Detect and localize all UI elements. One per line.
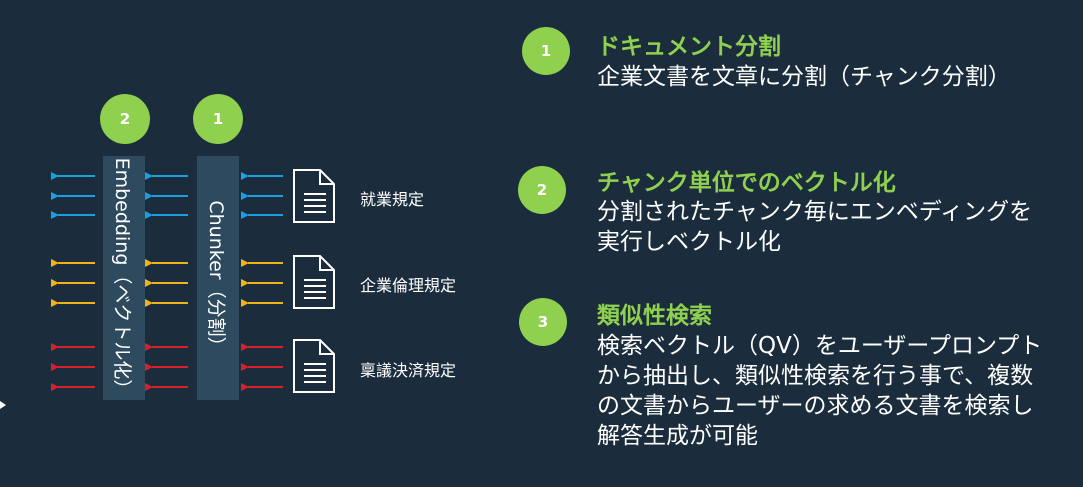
document-icon	[293, 169, 335, 223]
badge-chunker: 1	[193, 94, 243, 144]
pointer-triangle	[0, 401, 6, 409]
chunker-bar: Chunker（分割）	[197, 156, 239, 400]
document-label: 就業規定	[360, 190, 425, 209]
document-label: 稟議決済規定	[360, 361, 457, 380]
arrows-red	[51, 343, 283, 391]
step-description: 検索ベクトル（QV）をユーザープロンプトから抽出し、類似性検索を行う事で、複数の…	[597, 333, 1043, 449]
step-description: 分割されたチャンク毎にエンベディングを実行しベクトル化	[597, 199, 1033, 255]
step-number-badge: 1	[522, 27, 570, 75]
step-title: チャンク単位でのベクトル化	[597, 170, 896, 196]
document-label: 企業倫理規定	[360, 276, 457, 295]
step-title: ドキュメント分割	[597, 34, 781, 60]
step-number-badge: 3	[519, 298, 567, 346]
step-description: 企業文書を文章に分割（チャンク分割）	[597, 64, 1011, 90]
embedding-bar: Embedding（ベクトル化）	[103, 156, 145, 400]
arrows-yellow	[51, 259, 283, 307]
document-icon	[293, 339, 335, 393]
arrows-blue	[51, 172, 283, 219]
badge-embedding: 2	[100, 94, 150, 144]
step-number-badge: 2	[518, 166, 566, 214]
document-icon	[293, 255, 335, 309]
step-title: 類似性検索	[597, 303, 712, 329]
arrows-layer	[51, 172, 283, 391]
